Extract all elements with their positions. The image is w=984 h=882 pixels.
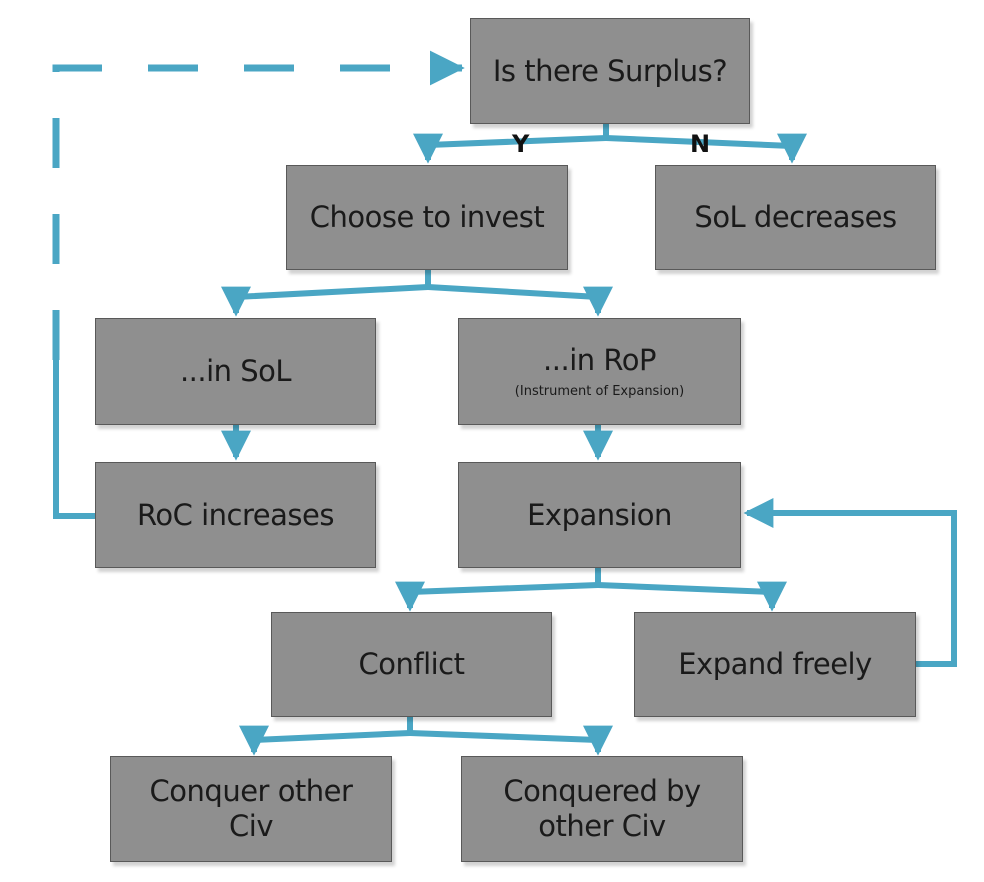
connector-invest-rop <box>427 284 613 317</box>
node-label: SoL decreases <box>694 200 897 235</box>
node-is-there-surplus: Is there Surplus? <box>470 18 750 124</box>
node-conquered-by-other-civ: Conquered by other Civ <box>461 756 743 862</box>
node-label: Conflict <box>358 647 465 682</box>
branch-label-no: N <box>690 130 711 158</box>
connector-invest-sol <box>221 284 429 317</box>
node-label: RoC increases <box>137 497 334 532</box>
branch-label-yes: Y <box>512 130 530 158</box>
connector-surplus-yes <box>413 133 607 164</box>
node-expand-freely: Expand freely <box>634 612 916 717</box>
connector-expansion-conflict <box>395 581 599 612</box>
node-roc-increases: RoC increases <box>95 462 376 568</box>
node-label-line2: Civ <box>229 809 273 843</box>
node-label: ...in RoP <box>543 343 656 378</box>
connector-conflict-conquered <box>409 725 613 756</box>
node-label: Choose to invest <box>309 200 545 235</box>
connector-roc-loop-dashed <box>52 50 465 360</box>
node-in-sol: ...in SoL <box>95 318 376 425</box>
node-sol-decreases: SoL decreases <box>655 165 936 270</box>
node-choose-to-invest: Choose to invest <box>286 165 568 270</box>
node-sublabel: (Instrument of Expansion) <box>514 384 685 400</box>
node-label-line1: Conquer other <box>149 774 353 809</box>
connector-expansion-freely <box>597 581 787 612</box>
node-label: Is there Surplus? <box>492 53 728 88</box>
node-label-line1: Conquered by <box>503 774 701 809</box>
connector-roc-loop <box>53 360 95 519</box>
node-label: Expansion <box>527 497 672 532</box>
connector-freely-loop <box>743 498 957 667</box>
connector-conflict-conquer <box>239 725 411 756</box>
node-label: Expand freely <box>678 647 872 682</box>
node-label: ...in SoL <box>179 354 292 389</box>
node-conflict: Conflict <box>271 612 552 717</box>
node-label-line2: other Civ <box>538 809 666 843</box>
connector-surplus-no <box>605 133 807 164</box>
node-expansion: Expansion <box>458 462 741 568</box>
node-conquer-other-civ: Conquer other Civ <box>110 756 392 862</box>
node-in-rop: ...in RoP (Instrument of Expansion) <box>458 318 741 425</box>
